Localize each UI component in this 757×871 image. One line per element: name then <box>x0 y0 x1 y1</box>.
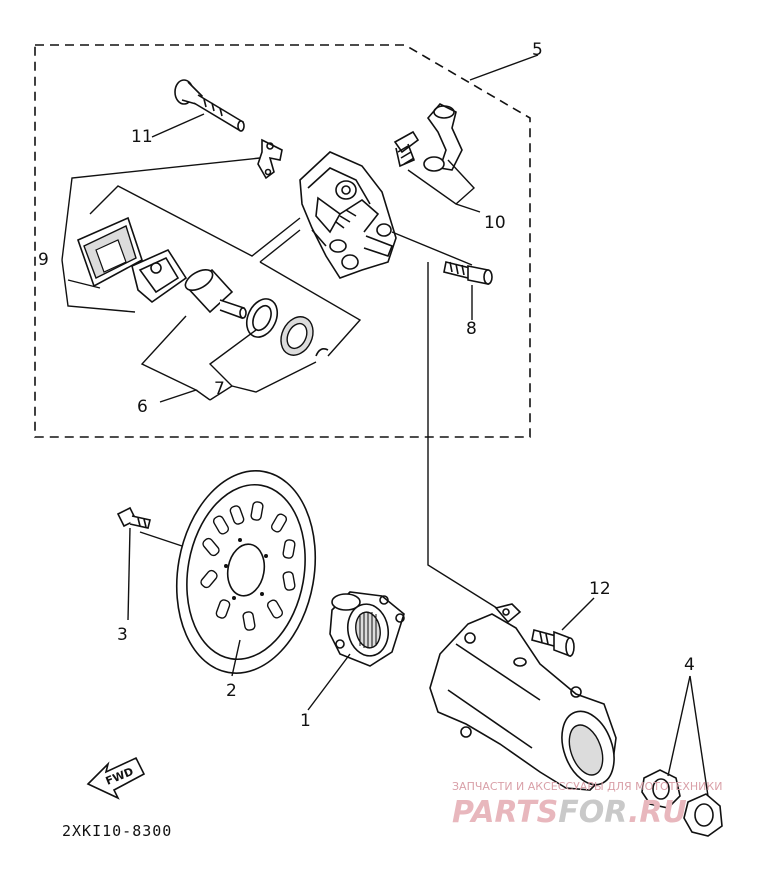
watermark-brand: PARTSFOR.RU <box>452 795 687 830</box>
callout-2: 2 <box>226 681 237 701</box>
callout-5: 5 <box>532 40 543 60</box>
slide-pin-bolt <box>174 79 245 132</box>
brake-pad-inner <box>131 248 188 304</box>
brake-pad-outer <box>77 216 143 288</box>
axle-nut-1 <box>641 769 681 809</box>
hub-housing <box>429 603 617 791</box>
lower-leader-lines <box>127 527 709 797</box>
caliper-piston <box>184 268 247 320</box>
brake-disc <box>175 470 317 674</box>
callout-9: 9 <box>38 250 49 270</box>
diagram-code: 2XKI10-8300 <box>62 822 172 840</box>
callout-8: 8 <box>466 319 477 339</box>
callout-3: 3 <box>117 625 128 645</box>
callout-7: 7 <box>214 379 225 399</box>
forward-arrow-icon: FWD <box>86 756 146 800</box>
retaining-clip <box>315 348 329 357</box>
mount-connector-line <box>427 262 501 611</box>
caliper-body <box>299 151 397 279</box>
piston-seal <box>245 298 279 338</box>
bleed-cap <box>423 103 463 172</box>
disc-hub <box>329 591 405 667</box>
callout-6: 6 <box>137 397 148 417</box>
callout-11: 11 <box>131 127 153 147</box>
leader-lines <box>61 54 539 403</box>
dust-seal <box>280 316 314 356</box>
disc-bolt <box>116 506 151 529</box>
housing-bolt <box>531 629 575 658</box>
callout-12: 12 <box>589 579 611 599</box>
callout-1: 1 <box>300 711 311 731</box>
watermark-caption: ЗАПЧАСТИ И АКСЕССУАРЫ ДЛЯ МОТОТЕХНИКИ <box>452 780 722 793</box>
callout-10: 10 <box>484 213 506 233</box>
axle-nut-2 <box>683 793 723 837</box>
caliper-bolt <box>443 261 493 285</box>
pad-clip <box>257 138 283 180</box>
bleed-screw <box>393 130 420 168</box>
callout-4: 4 <box>684 655 695 675</box>
caliper-assembly-outline <box>34 44 531 438</box>
